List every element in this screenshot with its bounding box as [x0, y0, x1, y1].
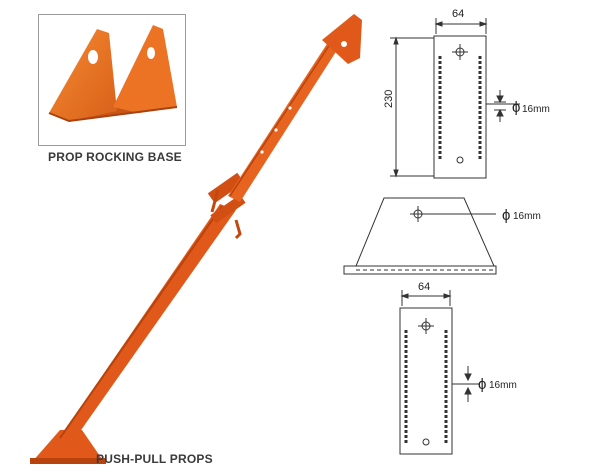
rocking-base-illustration	[48, 25, 178, 123]
top-height-label: 230	[383, 90, 395, 108]
drawing-top	[390, 18, 520, 179]
bottom-hole-symbol: ϕ	[478, 376, 486, 393]
right-fin-hole	[147, 47, 155, 59]
top-hole-label: 16mm	[522, 104, 550, 115]
prop-lower-tube-shade	[59, 205, 223, 439]
prop-nut	[210, 194, 246, 224]
push-pull-caption: PUSH-PULL PROPS	[96, 452, 213, 466]
drawing-middle	[343, 197, 497, 275]
prop-lower-tube	[58, 204, 236, 440]
prop-foot-plate	[32, 430, 104, 462]
rocking-base-inset	[38, 14, 186, 146]
rocking-base-caption: PROP ROCKING BASE	[48, 150, 182, 164]
drawing-bottom	[399, 290, 480, 455]
prop-upper-tube	[228, 30, 346, 202]
bottom-hole-label: 16mm	[489, 380, 517, 391]
bottom-width-label: 64	[418, 281, 430, 293]
top-hole-symbol: ϕ	[512, 99, 520, 116]
prop-handle	[234, 219, 242, 240]
left-fin-hole	[88, 50, 98, 64]
right-fin	[113, 25, 177, 113]
middle-hole-symbol: ϕ	[502, 207, 510, 224]
prop-foot-base	[30, 458, 106, 464]
prop-top-bracket	[322, 14, 362, 64]
left-fin	[49, 29, 117, 121]
prop-top-hole	[341, 41, 347, 47]
top-width-label: 64	[452, 8, 464, 20]
middle-hole-label: 16mm	[513, 211, 541, 222]
